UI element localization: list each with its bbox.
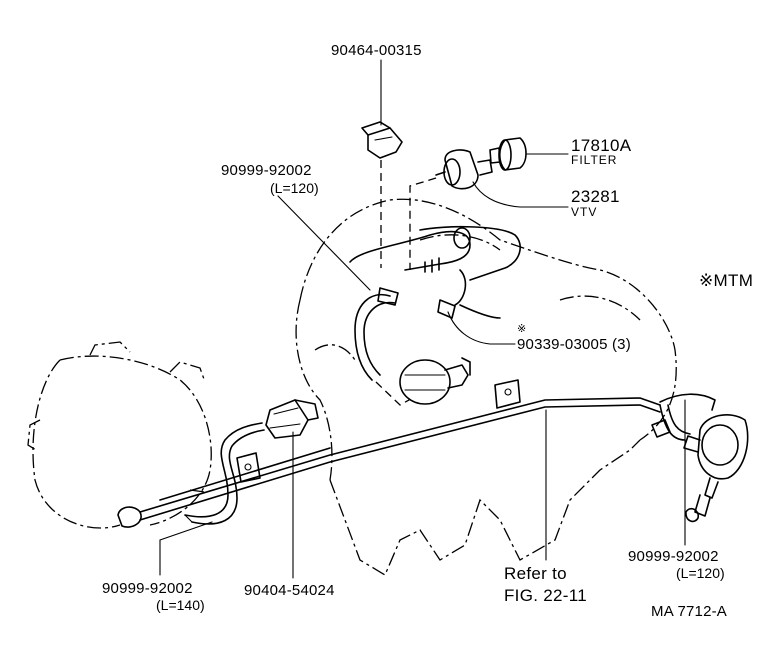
label-mtm-note: ※MTM [699,271,754,290]
engine-outline [295,198,677,576]
label-filter-part-number: 17810A [571,136,632,155]
vacuum-pipe [139,397,661,521]
label-drawing-code: MA 7712-A [651,603,728,620]
label-plug-mark: ※ [517,323,527,335]
label-hose-left-part-number: 90999-92002 [102,580,193,597]
center-diaphragm [399,357,471,405]
label-refer-line2: FIG. 22-11 [504,586,587,605]
label-hose-top-part-number: 90999-92002 [221,162,312,179]
label-filter-name: FILTER [571,153,618,167]
vtv-part [409,149,493,270]
label-vtv-part-number: 23281 [571,187,620,206]
label-hose-right-part-number: 90999-92002 [628,548,719,565]
hose-left [184,422,265,525]
label-clip-part-number: 90464-00315 [331,42,422,59]
label-hose-top-length: (L=120) [270,180,319,196]
clip-part [361,121,403,268]
filter-part [489,137,527,171]
label-plug-part-number: 90339-03005 (3) [517,336,631,353]
label-hose-left-length: (L=140) [156,597,205,613]
distributor [27,341,212,529]
pipe-brackets [236,379,521,483]
label-union-part-number: 90404-54024 [244,582,335,599]
label-refer-line1: Refer to [504,564,567,583]
label-vtv-name: VTV [571,205,598,219]
leader-lines [159,59,686,579]
label-hose-right-length: (L=120) [676,565,725,581]
right-actuator [651,393,749,523]
manifold-hoses [349,225,521,319]
union-fitting [265,399,319,439]
